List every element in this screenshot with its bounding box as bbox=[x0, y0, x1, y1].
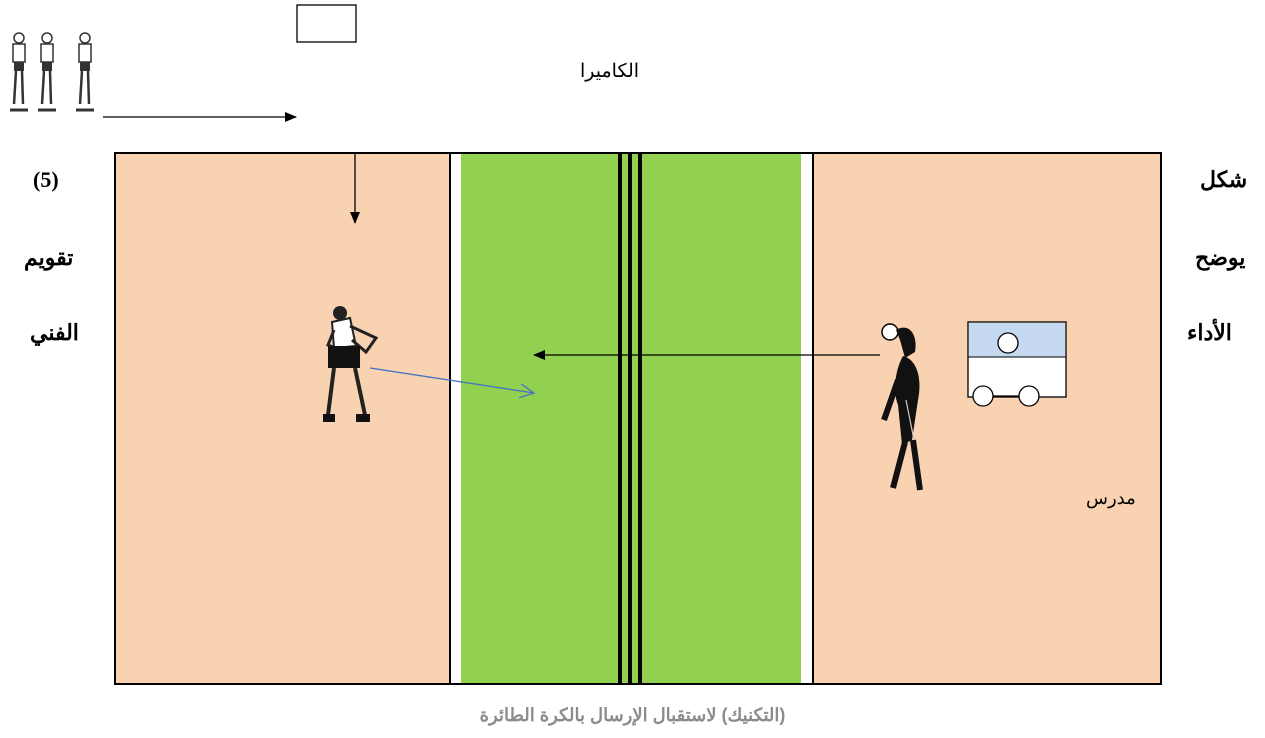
server-player-icon bbox=[881, 323, 923, 491]
teacher-label: مدرس bbox=[1086, 488, 1136, 508]
camera-label: الكاميرا bbox=[580, 61, 640, 82]
right-text-line1: شكل bbox=[1200, 167, 1248, 192]
left-text-line1: تقويم bbox=[24, 245, 74, 270]
left-text-line2: الفني bbox=[30, 320, 79, 345]
camera-icon bbox=[296, 4, 357, 43]
right-text-line2: يوضح bbox=[1195, 245, 1246, 270]
reception-arrow bbox=[369, 367, 534, 393]
court-left-half bbox=[115, 153, 451, 684]
receiver-player-icon bbox=[323, 306, 379, 422]
court-right-half bbox=[813, 153, 1161, 684]
figure-caption: (التكنيك) لاستقبال الإرسال بالكرة الطائر… bbox=[479, 705, 786, 725]
player-queue-icon bbox=[10, 32, 94, 112]
court bbox=[114, 152, 1162, 685]
right-text-line3: الأداء bbox=[1187, 320, 1232, 345]
ball-machine-icon bbox=[967, 321, 1067, 407]
figure-number: (5) bbox=[33, 167, 59, 192]
net bbox=[618, 153, 642, 684]
